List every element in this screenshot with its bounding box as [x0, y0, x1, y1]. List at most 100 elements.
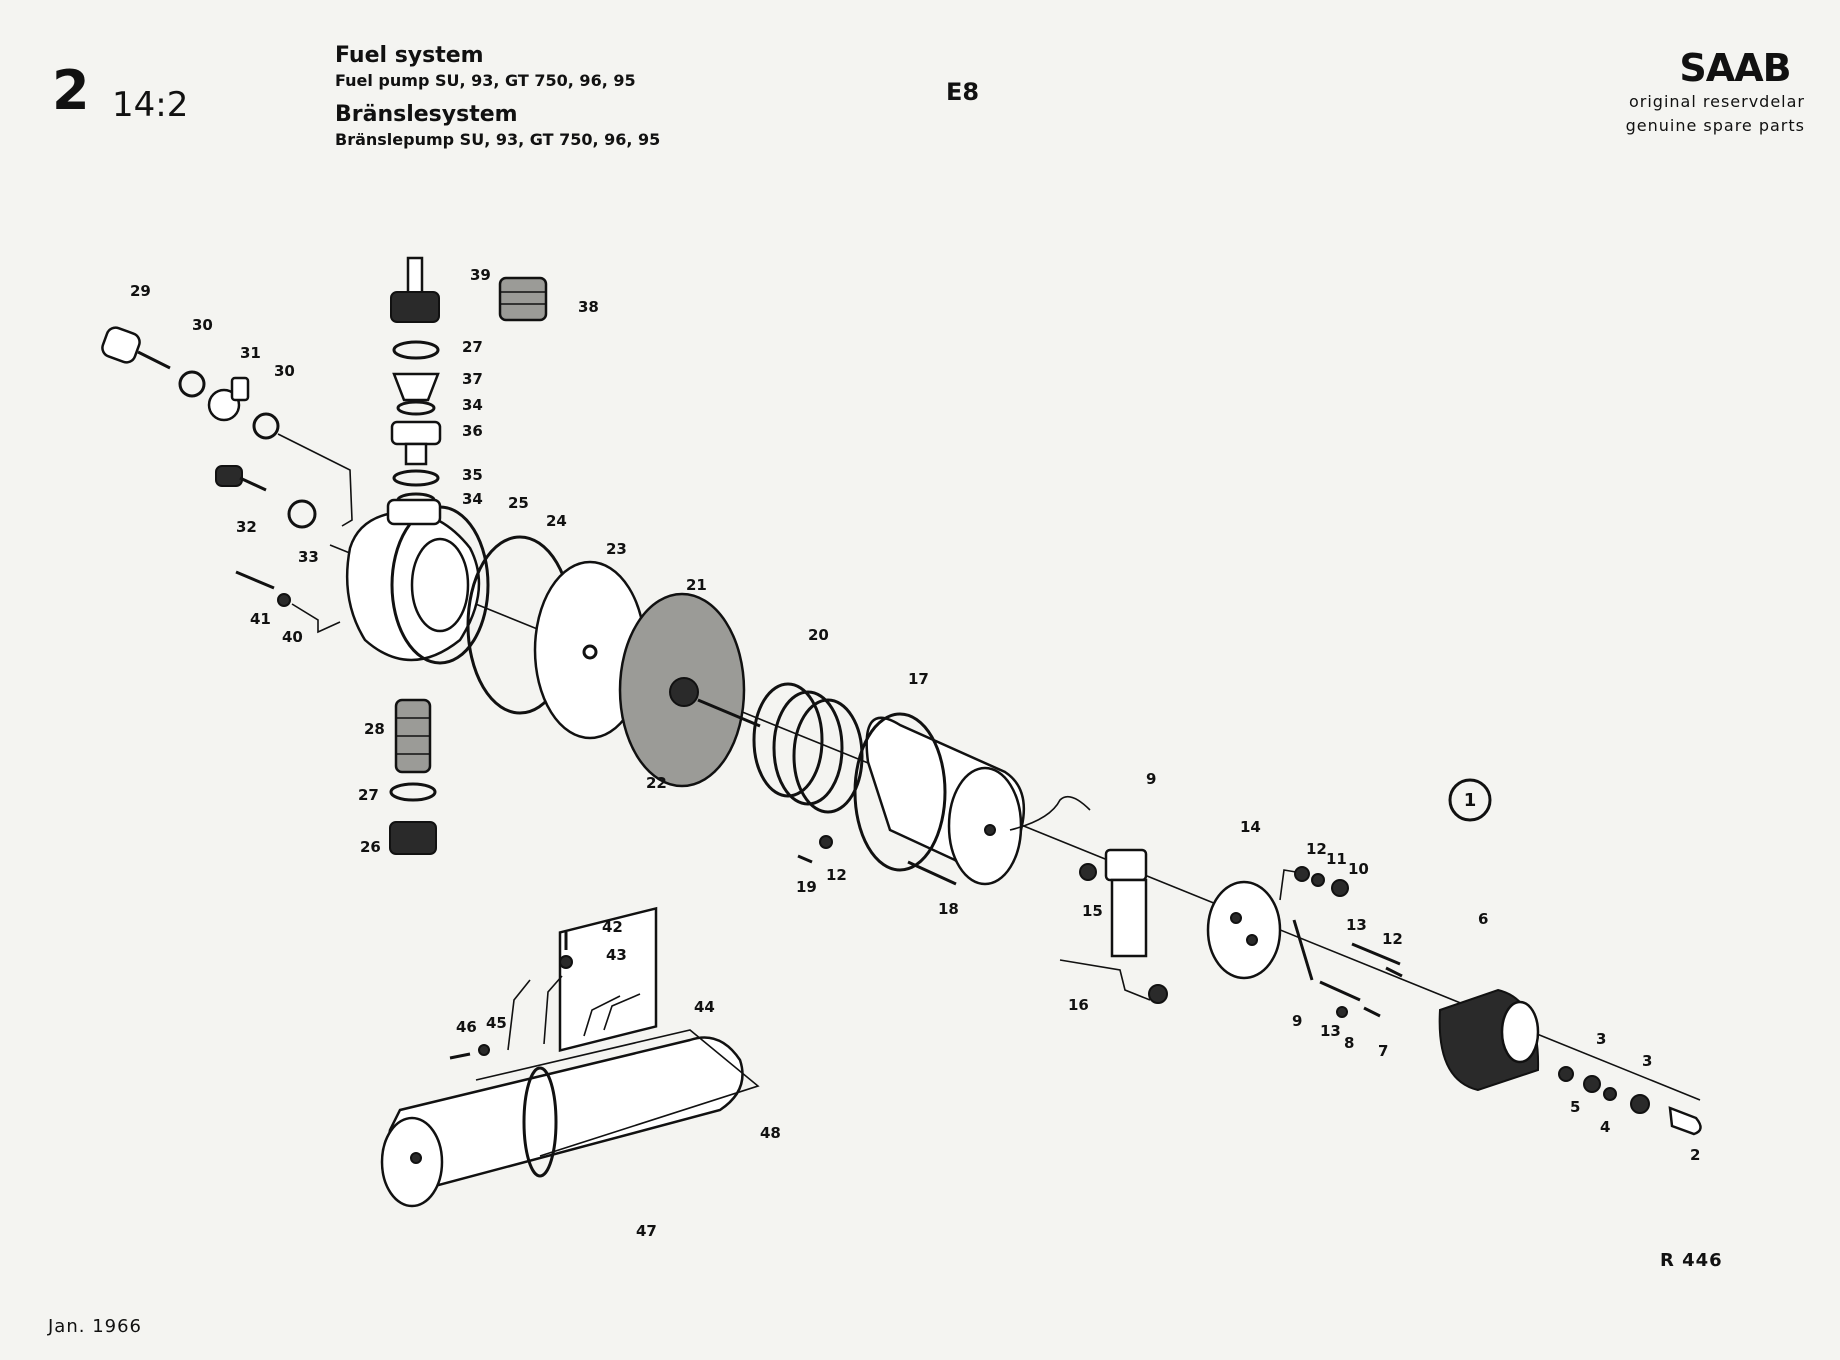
part-nut-3-left — [1583, 1075, 1601, 1093]
part-washer-4 — [1603, 1087, 1617, 1101]
part-label-25: 25 — [508, 494, 529, 512]
sub-section-number: 14:2 — [112, 85, 189, 125]
part-screw-19 — [797, 854, 813, 864]
part-label-27: 27 — [358, 786, 379, 804]
part-label-17: 17 — [908, 670, 929, 688]
brand-tagline-english: genuine spare parts — [1625, 116, 1805, 135]
part-rocker-14 — [1206, 880, 1282, 980]
group-marker-circle — [1448, 778, 1492, 822]
assembled-pump-inset — [380, 906, 760, 1208]
part-label-9: 9 — [1292, 1012, 1302, 1030]
part-label-6: 6 — [1478, 910, 1488, 928]
part-label-34: 34 — [462, 490, 483, 508]
part-washer-45 — [478, 1044, 490, 1056]
section-number: 2 — [52, 59, 90, 122]
rocker-leader-line — [1279, 869, 1297, 901]
title-swedish: Bränslesystem — [335, 102, 518, 127]
part-label-46: 46 — [456, 1018, 477, 1036]
part-screw-13-lower — [1319, 980, 1361, 1002]
part-label-31: 31 — [240, 344, 261, 362]
part-terminal-cap-2 — [1668, 1106, 1702, 1136]
part-screw-13-upper — [1351, 942, 1401, 966]
part-label-30: 30 — [192, 316, 213, 334]
part-screw-41 — [235, 570, 275, 590]
part-screw-12-right — [1385, 966, 1403, 978]
part-label-11: 11 — [1326, 850, 1347, 868]
part-diaphragm-21 — [618, 592, 746, 788]
part-label-12: 12 — [1306, 840, 1327, 858]
inlet-leader-line — [277, 433, 353, 527]
part-washer-8 — [1336, 1006, 1348, 1018]
part-banjo-union-31 — [207, 376, 250, 422]
part-outlet-stud-39 — [390, 256, 440, 323]
subtitle-english: Fuel pump SU, 93, GT 750, 96, 95 — [335, 71, 636, 90]
part-plug-26 — [389, 821, 437, 855]
part-label-36: 36 — [462, 422, 483, 440]
part-washer-12-left — [819, 835, 833, 849]
screw-leader-line — [291, 603, 341, 634]
part-label-32: 32 — [236, 518, 257, 536]
part-label-13: 13 — [1320, 1022, 1341, 1040]
part-label-5: 5 — [1570, 1098, 1580, 1116]
issue-date: Jan. 1966 — [48, 1316, 142, 1337]
part-label-35: 35 — [462, 466, 483, 484]
part-washer-30-left — [178, 370, 206, 398]
part-washer-33 — [287, 499, 317, 529]
part-label-44: 44 — [694, 998, 715, 1016]
part-spring-20 — [752, 682, 864, 814]
part-label-14: 14 — [1240, 818, 1261, 836]
part-label-4: 4 — [1600, 1118, 1610, 1136]
part-washer-27-top — [392, 340, 440, 360]
part-ring-34-top — [396, 400, 436, 416]
part-label-18: 18 — [938, 900, 959, 918]
part-label-42: 42 — [602, 918, 623, 936]
part-washer-12-top — [1294, 866, 1310, 882]
part-washer-27-bottom — [389, 782, 437, 802]
part-washer-11 — [1311, 873, 1325, 887]
part-label-41: 41 — [250, 610, 271, 628]
part-label-47: 47 — [636, 1222, 657, 1240]
part-washer-5 — [1558, 1066, 1574, 1082]
part-label-28: 28 — [364, 720, 385, 738]
part-label-3: 3 — [1596, 1030, 1606, 1048]
part-screw-18 — [907, 860, 957, 886]
part-filter-28 — [394, 698, 432, 774]
part-label-33: 33 — [298, 548, 319, 566]
part-label-30: 30 — [274, 362, 295, 380]
part-label-19: 19 — [796, 878, 817, 896]
part-label-21: 21 — [686, 576, 707, 594]
part-spring-blade-9-lower — [1292, 919, 1314, 981]
part-washer-40 — [277, 593, 291, 607]
part-label-48: 48 — [760, 1124, 781, 1142]
part-valve-36 — [390, 420, 442, 466]
reference-code: R 446 — [1660, 1250, 1723, 1271]
part-nut-3-right — [1630, 1094, 1650, 1114]
part-label-24: 24 — [546, 512, 567, 530]
part-label-26: 26 — [360, 838, 381, 856]
part-label-16: 16 — [1068, 996, 1089, 1014]
part-washer-30-right — [252, 412, 280, 440]
part-screw-7 — [1363, 1006, 1381, 1018]
page-code: E8 — [946, 78, 980, 106]
subtitle-swedish: Bränslepump SU, 93, GT 750, 96, 95 — [335, 130, 661, 149]
part-label-39: 39 — [470, 266, 491, 284]
group-marker: 1 — [1464, 790, 1477, 811]
part-washer-35 — [392, 469, 440, 487]
title-english: Fuel system — [335, 43, 484, 68]
part-label-29: 29 — [130, 282, 151, 300]
part-label-2: 2 — [1690, 1146, 1700, 1164]
part-spacer-15 — [1079, 863, 1097, 881]
part-label-20: 20 — [808, 626, 829, 644]
part-label-15: 15 — [1082, 902, 1103, 920]
part-washer-43 — [559, 955, 573, 969]
part-label-37: 37 — [462, 370, 483, 388]
part-screw-46 — [449, 1052, 471, 1060]
part-label-12: 12 — [1382, 930, 1403, 948]
part-label-8: 8 — [1344, 1034, 1354, 1052]
part-valve-cage-37 — [392, 372, 440, 402]
part-coil-housing-17 — [853, 712, 1026, 886]
part-label-12: 12 — [826, 866, 847, 884]
part-nut-10 — [1331, 879, 1349, 897]
